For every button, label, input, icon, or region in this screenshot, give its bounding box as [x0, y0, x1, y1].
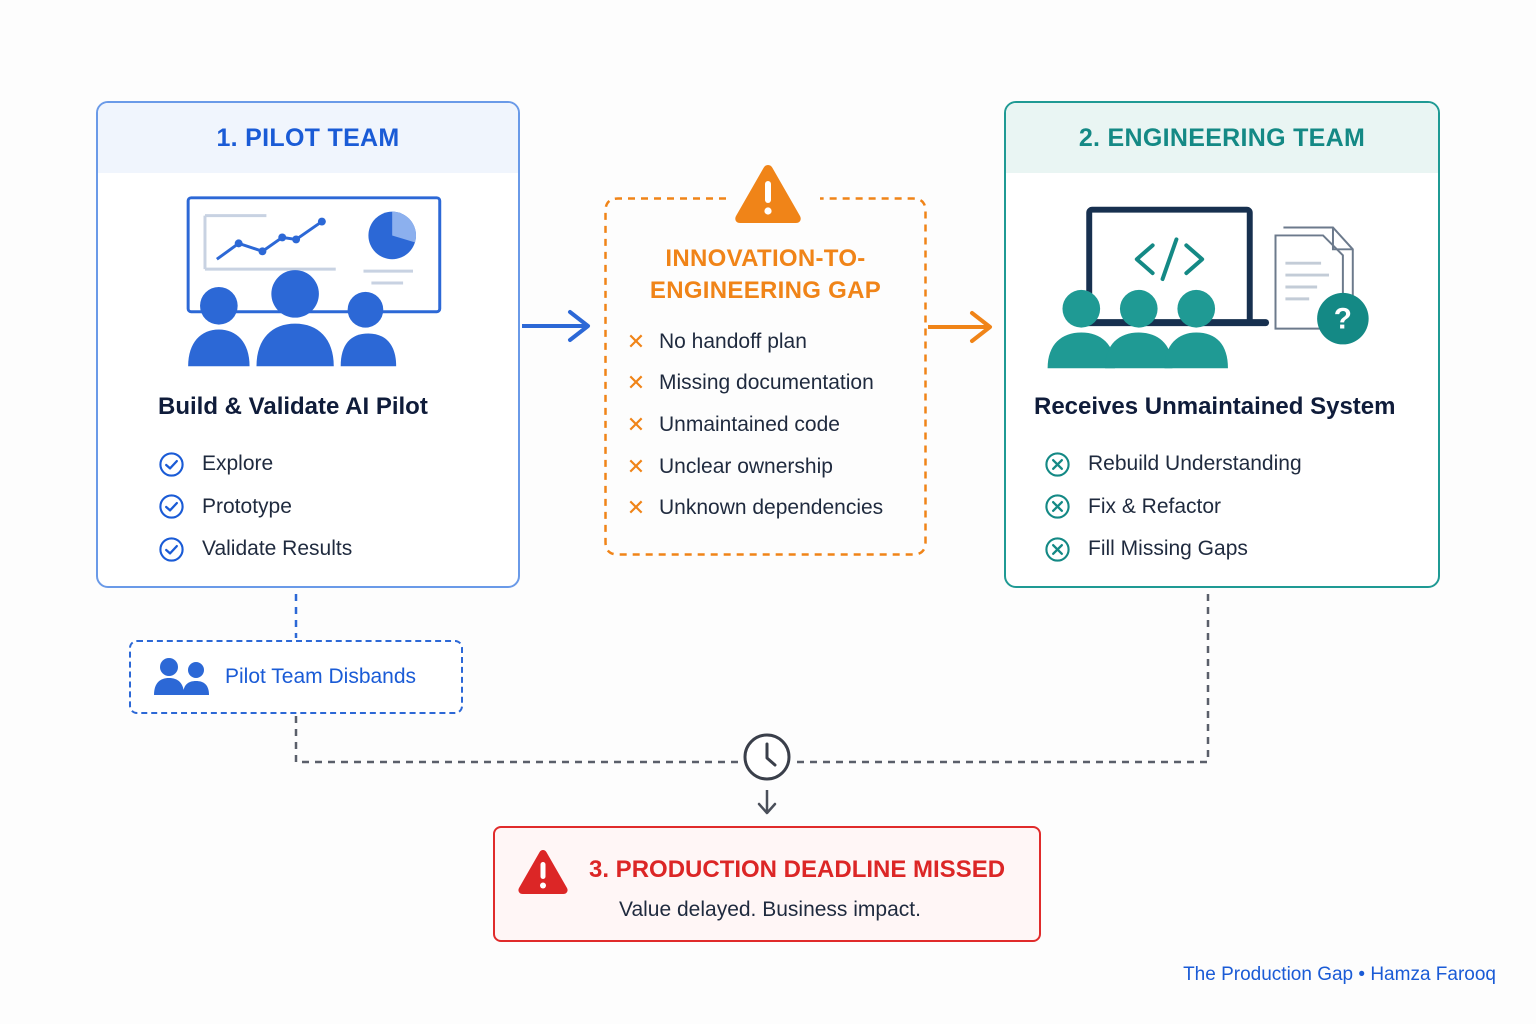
x-mark-icon: ✕: [626, 370, 646, 396]
pilot-team-header: 1. PILOT TEAM: [98, 103, 518, 173]
list-item: Fix & Refactor: [1044, 486, 1302, 529]
pilot-team-list: Explore Prototype Validate Results: [158, 443, 352, 571]
engineering-team-title: Receives Unmaintained System: [1034, 393, 1396, 420]
svg-text:?: ?: [1334, 303, 1352, 336]
engineering-team-list: Rebuild Understanding Fix & Refactor Fil…: [1044, 443, 1302, 571]
list-item: Prototype: [158, 486, 352, 529]
list-item: Explore: [158, 443, 352, 486]
list-item: ✕ Unclear ownership: [626, 446, 883, 488]
x-mark-icon: ✕: [626, 328, 646, 354]
x-circle-icon: [1045, 537, 1070, 562]
dashed-engineering-to-clock: [796, 594, 1210, 764]
list-item: ✕ Unknown dependencies: [626, 487, 883, 529]
list-item-label: Fill Missing Gaps: [1088, 537, 1248, 561]
list-item-label: Unmaintained code: [659, 412, 840, 436]
list-item-label: No handoff plan: [659, 329, 807, 353]
list-item: Fill Missing Gaps: [1044, 528, 1302, 571]
presentation-board-icon: [186, 196, 442, 314]
engineering-team-card: 2. ENGINEERING TEAM ?: [1004, 101, 1440, 588]
list-item: ✕ Missing documentation: [626, 363, 883, 405]
pilot-team-disbands-box: Pilot Team Disbands: [129, 640, 463, 714]
gap-title-line-2: ENGINEERING GAP: [649, 277, 882, 304]
deadline-title: 3. PRODUCTION DEADLINE MISSED: [589, 856, 1006, 883]
people-icon: [154, 658, 209, 695]
gap-dashed-border: [604, 197, 927, 556]
gap-title-line-1: INNOVATION-TO-: [665, 245, 866, 272]
deadline-subtitle: Value delayed. Business impact.: [619, 898, 921, 921]
gap-title: INNOVATION-TO- ENGINEERING GAP: [604, 243, 927, 307]
list-item-label: Rebuild Understanding: [1088, 452, 1302, 476]
pilot-team-card: 1. PILOT TEAM Build &: [96, 101, 520, 588]
pilot-team-title: Build & Validate AI Pilot: [158, 393, 428, 420]
gap-issue-list: ✕No handoff plan ✕Missing documentation …: [626, 321, 883, 529]
list-item-label: Explore: [202, 452, 274, 476]
dashed-disband-to-clock: [294, 716, 740, 764]
arrow-clock-to-deadline: [757, 790, 777, 815]
credit-text: The Production Gap • Hamza Farooq: [1183, 964, 1496, 985]
warning-triangle-icon: [735, 165, 801, 223]
team-people-icon: [1047, 289, 1228, 369]
list-item: Validate Results: [158, 528, 352, 571]
list-item-label: Unclear ownership: [659, 454, 833, 478]
monitor-code-icon: [1081, 206, 1270, 327]
x-circle-icon: [1045, 494, 1070, 519]
alert-triangle-icon: [518, 850, 568, 894]
check-circle-icon: [159, 494, 184, 519]
disband-label: Pilot Team Disbands: [225, 665, 417, 688]
x-circle-icon: [1045, 452, 1070, 477]
document-question-icon: ?: [1274, 226, 1369, 345]
x-mark-icon: ✕: [626, 411, 646, 437]
list-item: ✕ Unmaintained code: [626, 404, 883, 446]
pilot-team-illustration: [186, 196, 442, 367]
list-item-label: Missing documentation: [659, 371, 874, 395]
engineering-team-illustration: ?: [1047, 206, 1369, 369]
arrow-gap-to-engineering: [928, 311, 992, 343]
list-item-label: Validate Results: [202, 537, 353, 561]
list-item: Rebuild Understanding: [1044, 443, 1302, 486]
engineering-team-header: 2. ENGINEERING TEAM: [1006, 103, 1438, 173]
check-circle-icon: [159, 452, 184, 477]
production-deadline-box: 3. PRODUCTION DEADLINE MISSED Value dela…: [493, 826, 1041, 942]
list-item-label: Fix & Refactor: [1088, 494, 1222, 518]
team-people-icon: [188, 270, 397, 367]
x-mark-icon: ✕: [626, 495, 646, 521]
check-circle-icon: [159, 537, 184, 562]
arrow-pilot-to-gap: [522, 310, 590, 342]
x-mark-icon: ✕: [626, 453, 646, 479]
list-item-label: Unknown dependencies: [659, 496, 884, 520]
innovation-gap-box: INNOVATION-TO- ENGINEERING GAP ✕ No hando…: [604, 165, 927, 556]
clock-icon: [743, 733, 791, 781]
list-item-label: Prototype: [202, 494, 292, 518]
list-item: ✕ No handoff plan: [626, 321, 883, 363]
